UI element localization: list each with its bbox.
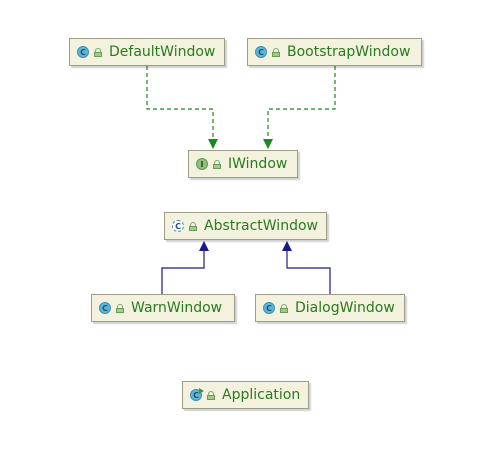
public-access-lock-icon (280, 303, 288, 313)
interface-icon: I (196, 158, 208, 170)
public-access-lock-icon (116, 303, 124, 313)
class-node-label: IWindow (228, 156, 288, 172)
runnable-class-icon: C (190, 388, 204, 401)
extends-edge-warnwindow-to-abstractwindow (161, 241, 209, 294)
class-node-label: DialogWindow (295, 300, 395, 316)
class-node-application[interactable]: C Application (182, 381, 309, 409)
abstract-class-icon: C (172, 220, 184, 232)
implements-edge-bootstrapwindow-to-iwindow (263, 66, 336, 149)
class-node-label: Application (222, 387, 301, 403)
class-node-warnwindow[interactable]: C WarnWindow (91, 294, 235, 322)
class-node-defaultwindow[interactable]: C DefaultWindow (69, 38, 225, 66)
class-node-label: WarnWindow (131, 300, 223, 316)
implements-edge-defaultwindow-to-iwindow (146, 66, 218, 149)
class-icon: C (255, 46, 267, 58)
class-node-label: DefaultWindow (109, 44, 216, 60)
class-node-label: AbstractWindow (204, 218, 318, 234)
extends-edge-dialogwindow-to-abstractwindow (282, 241, 331, 294)
public-access-lock-icon (189, 221, 197, 231)
public-access-lock-icon (213, 159, 221, 169)
public-access-lock-icon (272, 47, 280, 57)
class-icon: C (77, 46, 89, 58)
class-node-iwindow[interactable]: I IWindow (188, 150, 298, 178)
class-icon: C (99, 302, 111, 314)
class-node-dialogwindow[interactable]: C DialogWindow (255, 294, 405, 322)
class-node-label: BootstrapWindow (287, 44, 411, 60)
public-access-lock-icon (207, 390, 215, 400)
class-icon: C (263, 302, 275, 314)
public-access-lock-icon (94, 47, 102, 57)
class-node-bootstrapwindow[interactable]: C BootstrapWindow (247, 38, 422, 66)
class-node-abstractwindow[interactable]: C AbstractWindow (164, 212, 327, 240)
